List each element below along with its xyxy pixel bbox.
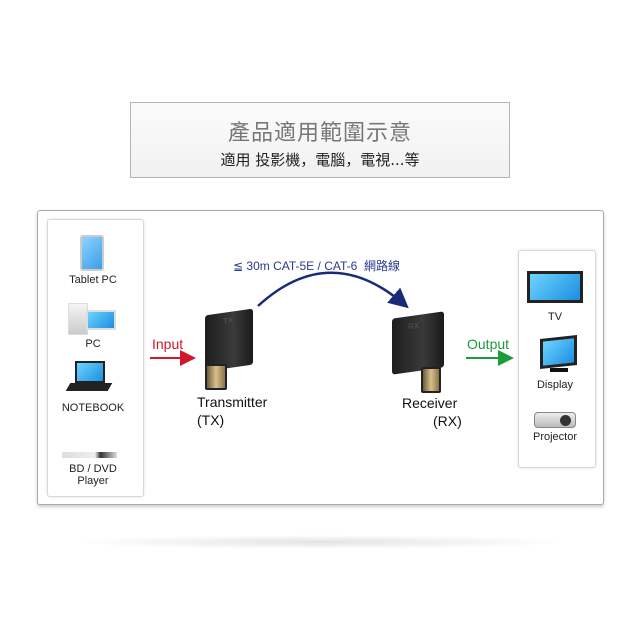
transmitter-name: Transmitter — [197, 394, 268, 410]
subtitle: 適用 投影機，電腦，電視...等 — [220, 151, 420, 169]
input-label-notebook: NOTEBOOK — [61, 402, 125, 414]
receiver-code: (RX) — [433, 413, 462, 429]
notebook-icon — [75, 361, 105, 383]
input-label-tablet: Tablet PC — [69, 274, 117, 286]
transmitter-code: (TX) — [197, 412, 225, 428]
output-label-projector: Projector — [532, 431, 578, 443]
bd-player-icon — [62, 452, 117, 458]
transmitter-module: TX — [205, 308, 253, 372]
input-label-pc: PC — [85, 338, 101, 350]
input-label: Input — [152, 336, 184, 352]
cable-label: ≦ 30m CAT-5E / CAT-6 網路線 — [233, 259, 400, 273]
rx-marking: RX — [408, 320, 420, 332]
receiver-name: Receiver — [402, 395, 458, 411]
projector-icon — [534, 412, 576, 428]
transmitter-hdmi-plug — [205, 364, 227, 390]
receiver-module: RX — [392, 311, 444, 375]
tv-icon — [527, 271, 583, 303]
tx-marking: TX — [223, 315, 234, 326]
output-label-display: Display — [536, 379, 574, 391]
output-label-tv: TV — [547, 311, 563, 323]
pc-monitor-icon — [86, 310, 116, 330]
cable-arc — [257, 271, 409, 309]
title-box: 產品適用範圍示意 適用 投影機，電腦，電視...等 — [130, 102, 510, 178]
floor-shadow — [70, 535, 570, 549]
receiver-hdmi-plug — [421, 367, 441, 393]
input-label-bd: BD / DVD Player — [69, 463, 117, 487]
display-stand-icon — [550, 368, 568, 372]
output-label: Output — [467, 336, 510, 352]
tablet-icon — [80, 235, 104, 271]
title: 產品適用範圍示意 — [227, 121, 412, 146]
